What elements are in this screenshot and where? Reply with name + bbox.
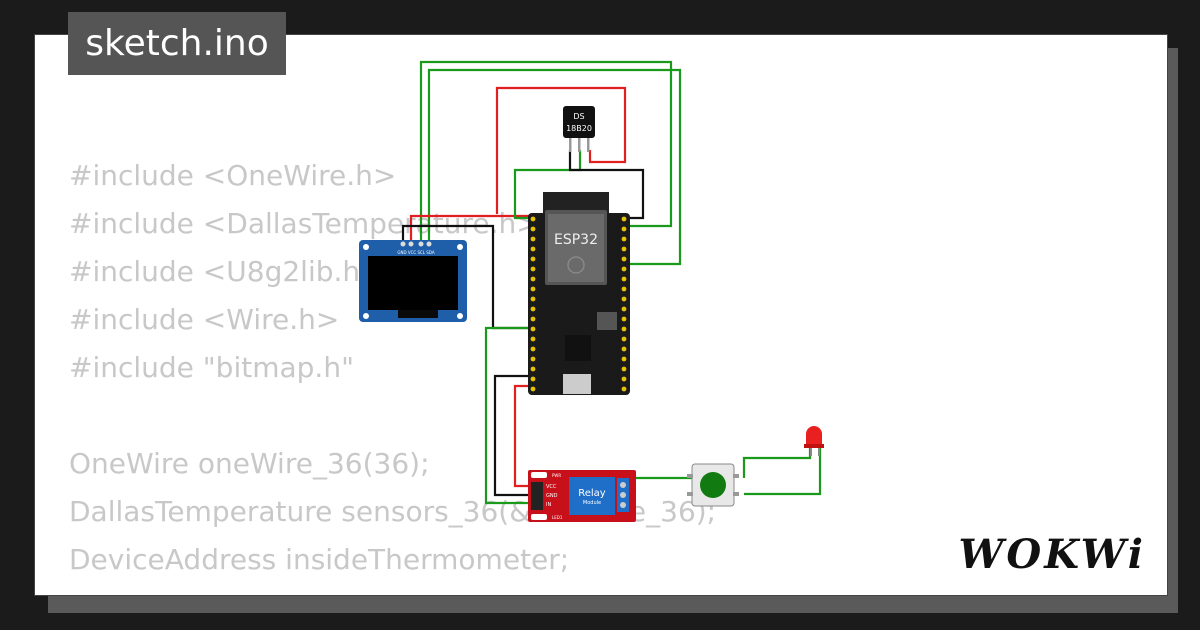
oled-display[interactable]: GND VCC SCL SDA bbox=[359, 240, 467, 322]
relay-sublabel: Module bbox=[583, 500, 601, 506]
wokwi-logo: WOKWi bbox=[958, 531, 1146, 578]
wire-green bbox=[513, 150, 582, 220]
code-line: #include <DallasTemperature.h> bbox=[69, 207, 540, 240]
sketch-title-badge: sketch.ino bbox=[68, 12, 286, 75]
wire-green bbox=[484, 326, 530, 505]
wire-green bbox=[744, 448, 822, 496]
wire-red bbox=[409, 214, 530, 240]
wire-green bbox=[427, 68, 682, 266]
sensor-label-2: 18B20 bbox=[566, 124, 592, 133]
relay-pin-in: IN bbox=[546, 502, 551, 508]
relay-label: Relay bbox=[578, 488, 606, 499]
relay-module[interactable]: Relay Module VCC GND IN PWR LED1 bbox=[528, 470, 636, 522]
oled-pin-labels: GND VCC SCL SDA bbox=[397, 250, 434, 255]
relay-pin-vcc: VCC bbox=[546, 484, 557, 490]
code-line: #include <U8g2lib.h> bbox=[69, 255, 384, 288]
esp32-pins bbox=[530, 216, 627, 392]
code-line: DeviceAddress insideThermometer; bbox=[69, 543, 570, 576]
wire-black bbox=[493, 374, 530, 497]
esp32-board[interactable]: ESP32 bbox=[528, 192, 630, 395]
code-line: #include <OneWire.h> bbox=[69, 159, 397, 192]
wire-black bbox=[568, 150, 645, 220]
code-line: #define MAX_SIZE 16 bbox=[69, 584, 716, 595]
red-led[interactable] bbox=[804, 426, 824, 456]
relay-pin-led: LED1 bbox=[552, 515, 563, 520]
code-background: #include <OneWire.h> #include <DallasTemp… bbox=[69, 152, 716, 595]
code-line: #include <Wire.h> bbox=[69, 303, 340, 336]
relay-pin-gnd: GND bbox=[546, 493, 558, 499]
esp32-label: ESP32 bbox=[554, 232, 598, 248]
relay-pin-pwr: PWR bbox=[552, 473, 561, 478]
ds18b20-sensor[interactable]: DS 18B20 bbox=[563, 106, 595, 152]
code-line: OneWire oneWire_36(36); bbox=[69, 447, 430, 480]
wire-green bbox=[742, 448, 812, 478]
code-line: #include "bitmap.h" bbox=[69, 351, 354, 384]
push-button[interactable] bbox=[687, 463, 739, 507]
sensor-label-1: DS bbox=[573, 112, 584, 121]
wire-green bbox=[419, 60, 673, 240]
wire-red bbox=[495, 86, 627, 214]
wire-red bbox=[513, 384, 530, 488]
